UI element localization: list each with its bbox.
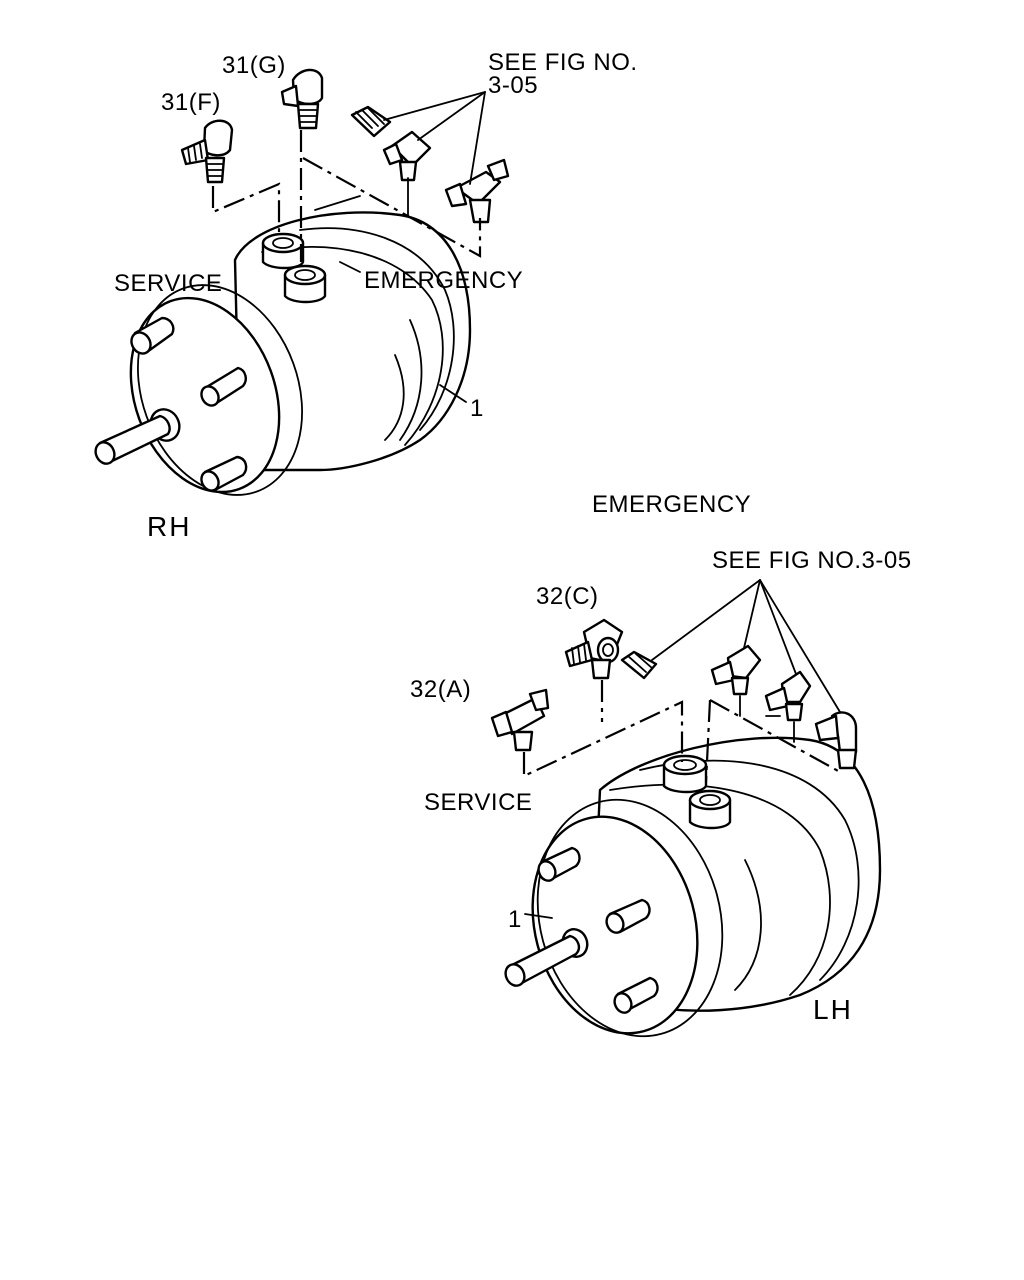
rh-connection-lines — [211, 130, 482, 262]
label-31f: 31(F) — [161, 89, 221, 116]
rh-fitting-plug — [350, 105, 392, 138]
label-emergency-lh: EMERGENCY — [592, 491, 751, 518]
rh-push-rod — [94, 408, 181, 465]
lh-fitting-32a — [490, 688, 550, 752]
label-service-rh: SERVICE — [114, 270, 222, 297]
lh-port-service — [662, 754, 708, 794]
lh-stud-top — [537, 846, 581, 882]
lh-brake-chamber — [504, 736, 882, 1038]
lh-see-fig-leaders — [651, 579, 841, 713]
label-see-fig-top-line1: SEE FIG NO. — [488, 49, 638, 76]
label-see-fig-top-line2: 3-05 — [488, 72, 538, 99]
lh-stud-right — [605, 898, 651, 934]
rh-stud-bottom — [200, 455, 248, 492]
rh-brake-chamber — [94, 211, 472, 496]
lh-connection-lines — [522, 680, 841, 783]
lh-port-emergency — [688, 789, 732, 830]
label-part-1-rh: 1 — [470, 395, 484, 422]
rh-assembly — [94, 68, 510, 496]
rh-see-fig-leaders — [383, 91, 486, 185]
lh-fitting-elbow-1 — [710, 644, 762, 696]
rh-port-emergency — [283, 264, 327, 304]
label-32c: 32(C) — [536, 583, 599, 610]
labels: 31(G) 31(F) SEE FIG NO. 3-05 SERVICE EME… — [114, 49, 912, 1025]
label-lh: LH — [813, 994, 853, 1025]
label-rh: RH — [147, 511, 191, 542]
rh-fitting-31f — [180, 119, 234, 184]
rh-port-service — [261, 232, 305, 270]
rh-stud-right — [200, 366, 247, 407]
lh-push-rod — [504, 928, 589, 987]
lh-stud-bottom — [613, 976, 659, 1014]
lh-fitting-32c — [564, 618, 624, 680]
rh-fitting-tee — [444, 158, 510, 224]
label-see-fig-lh: SEE FIG NO.3-05 — [712, 547, 912, 574]
label-part-1-lh: 1 — [508, 906, 522, 933]
rh-stud-top — [130, 316, 175, 355]
lh-fitting-elbow-2 — [764, 670, 812, 722]
lh-fitting-elbow-3 — [814, 711, 858, 770]
label-32a: 32(A) — [410, 676, 471, 703]
lh-fitting-plug — [620, 650, 658, 680]
rh-fitting-31g — [280, 68, 324, 130]
label-service-lh: SERVICE — [424, 789, 532, 816]
lh-assembly — [490, 579, 882, 1038]
label-31g: 31(G) — [222, 52, 286, 79]
label-emergency-rh: EMERGENCY — [364, 267, 523, 294]
rh-fitting-elbow — [382, 130, 432, 182]
